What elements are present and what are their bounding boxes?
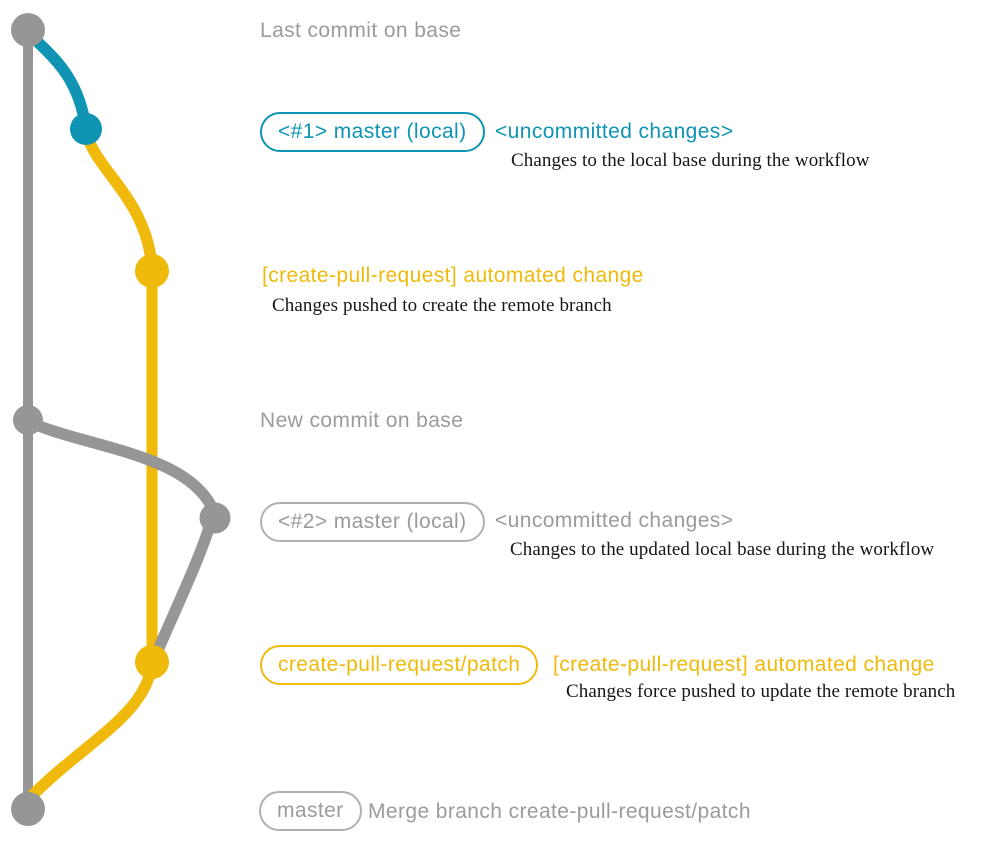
branch-patch-to-merge	[23, 661, 158, 804]
badge-master-local-1: <#1> master (local)	[260, 112, 485, 152]
caption-merge-branch: Merge branch create-pull-request/patch	[368, 800, 751, 823]
heading-uncommitted-changes-2: <uncommitted changes>	[495, 509, 734, 532]
commit-node-new-base	[13, 405, 43, 435]
heading-automated-change-1: [create-pull-request] automated change	[262, 264, 644, 287]
caption-new-commit-on-base: New commit on base	[260, 409, 464, 432]
commit-node-last-base	[11, 13, 45, 47]
commit-node-master-local-1	[70, 113, 102, 145]
detail-force-pushed-update-remote: Changes force pushed to update the remot…	[566, 681, 956, 702]
detail-local-base-changes: Changes to the local base during the wor…	[511, 150, 870, 171]
caption-last-commit-on-base: Last commit on base	[260, 19, 462, 42]
badge-master: master	[259, 791, 362, 831]
commit-node-patch-2	[135, 645, 169, 679]
branch-master-local-1	[23, 28, 92, 130]
commit-node-merge	[11, 792, 45, 826]
commit-graph	[11, 13, 231, 826]
heading-uncommitted-changes-1: <uncommitted changes>	[495, 120, 734, 143]
branch-patch-from-master-1	[80, 129, 158, 269]
detail-pushed-create-remote: Changes pushed to create the remote bran…	[272, 295, 612, 316]
badge-create-pull-request-patch: create-pull-request/patch	[260, 645, 539, 685]
heading-automated-change-2: [create-pull-request] automated change	[553, 653, 935, 676]
commit-node-patch-1	[135, 254, 169, 288]
detail-updated-local-base-changes: Changes to the updated local base during…	[510, 539, 935, 560]
commit-node-master-local-2	[199, 502, 231, 534]
branch-master-local-2	[25, 415, 221, 660]
badge-master-local-2: <#2> master (local)	[260, 502, 485, 542]
